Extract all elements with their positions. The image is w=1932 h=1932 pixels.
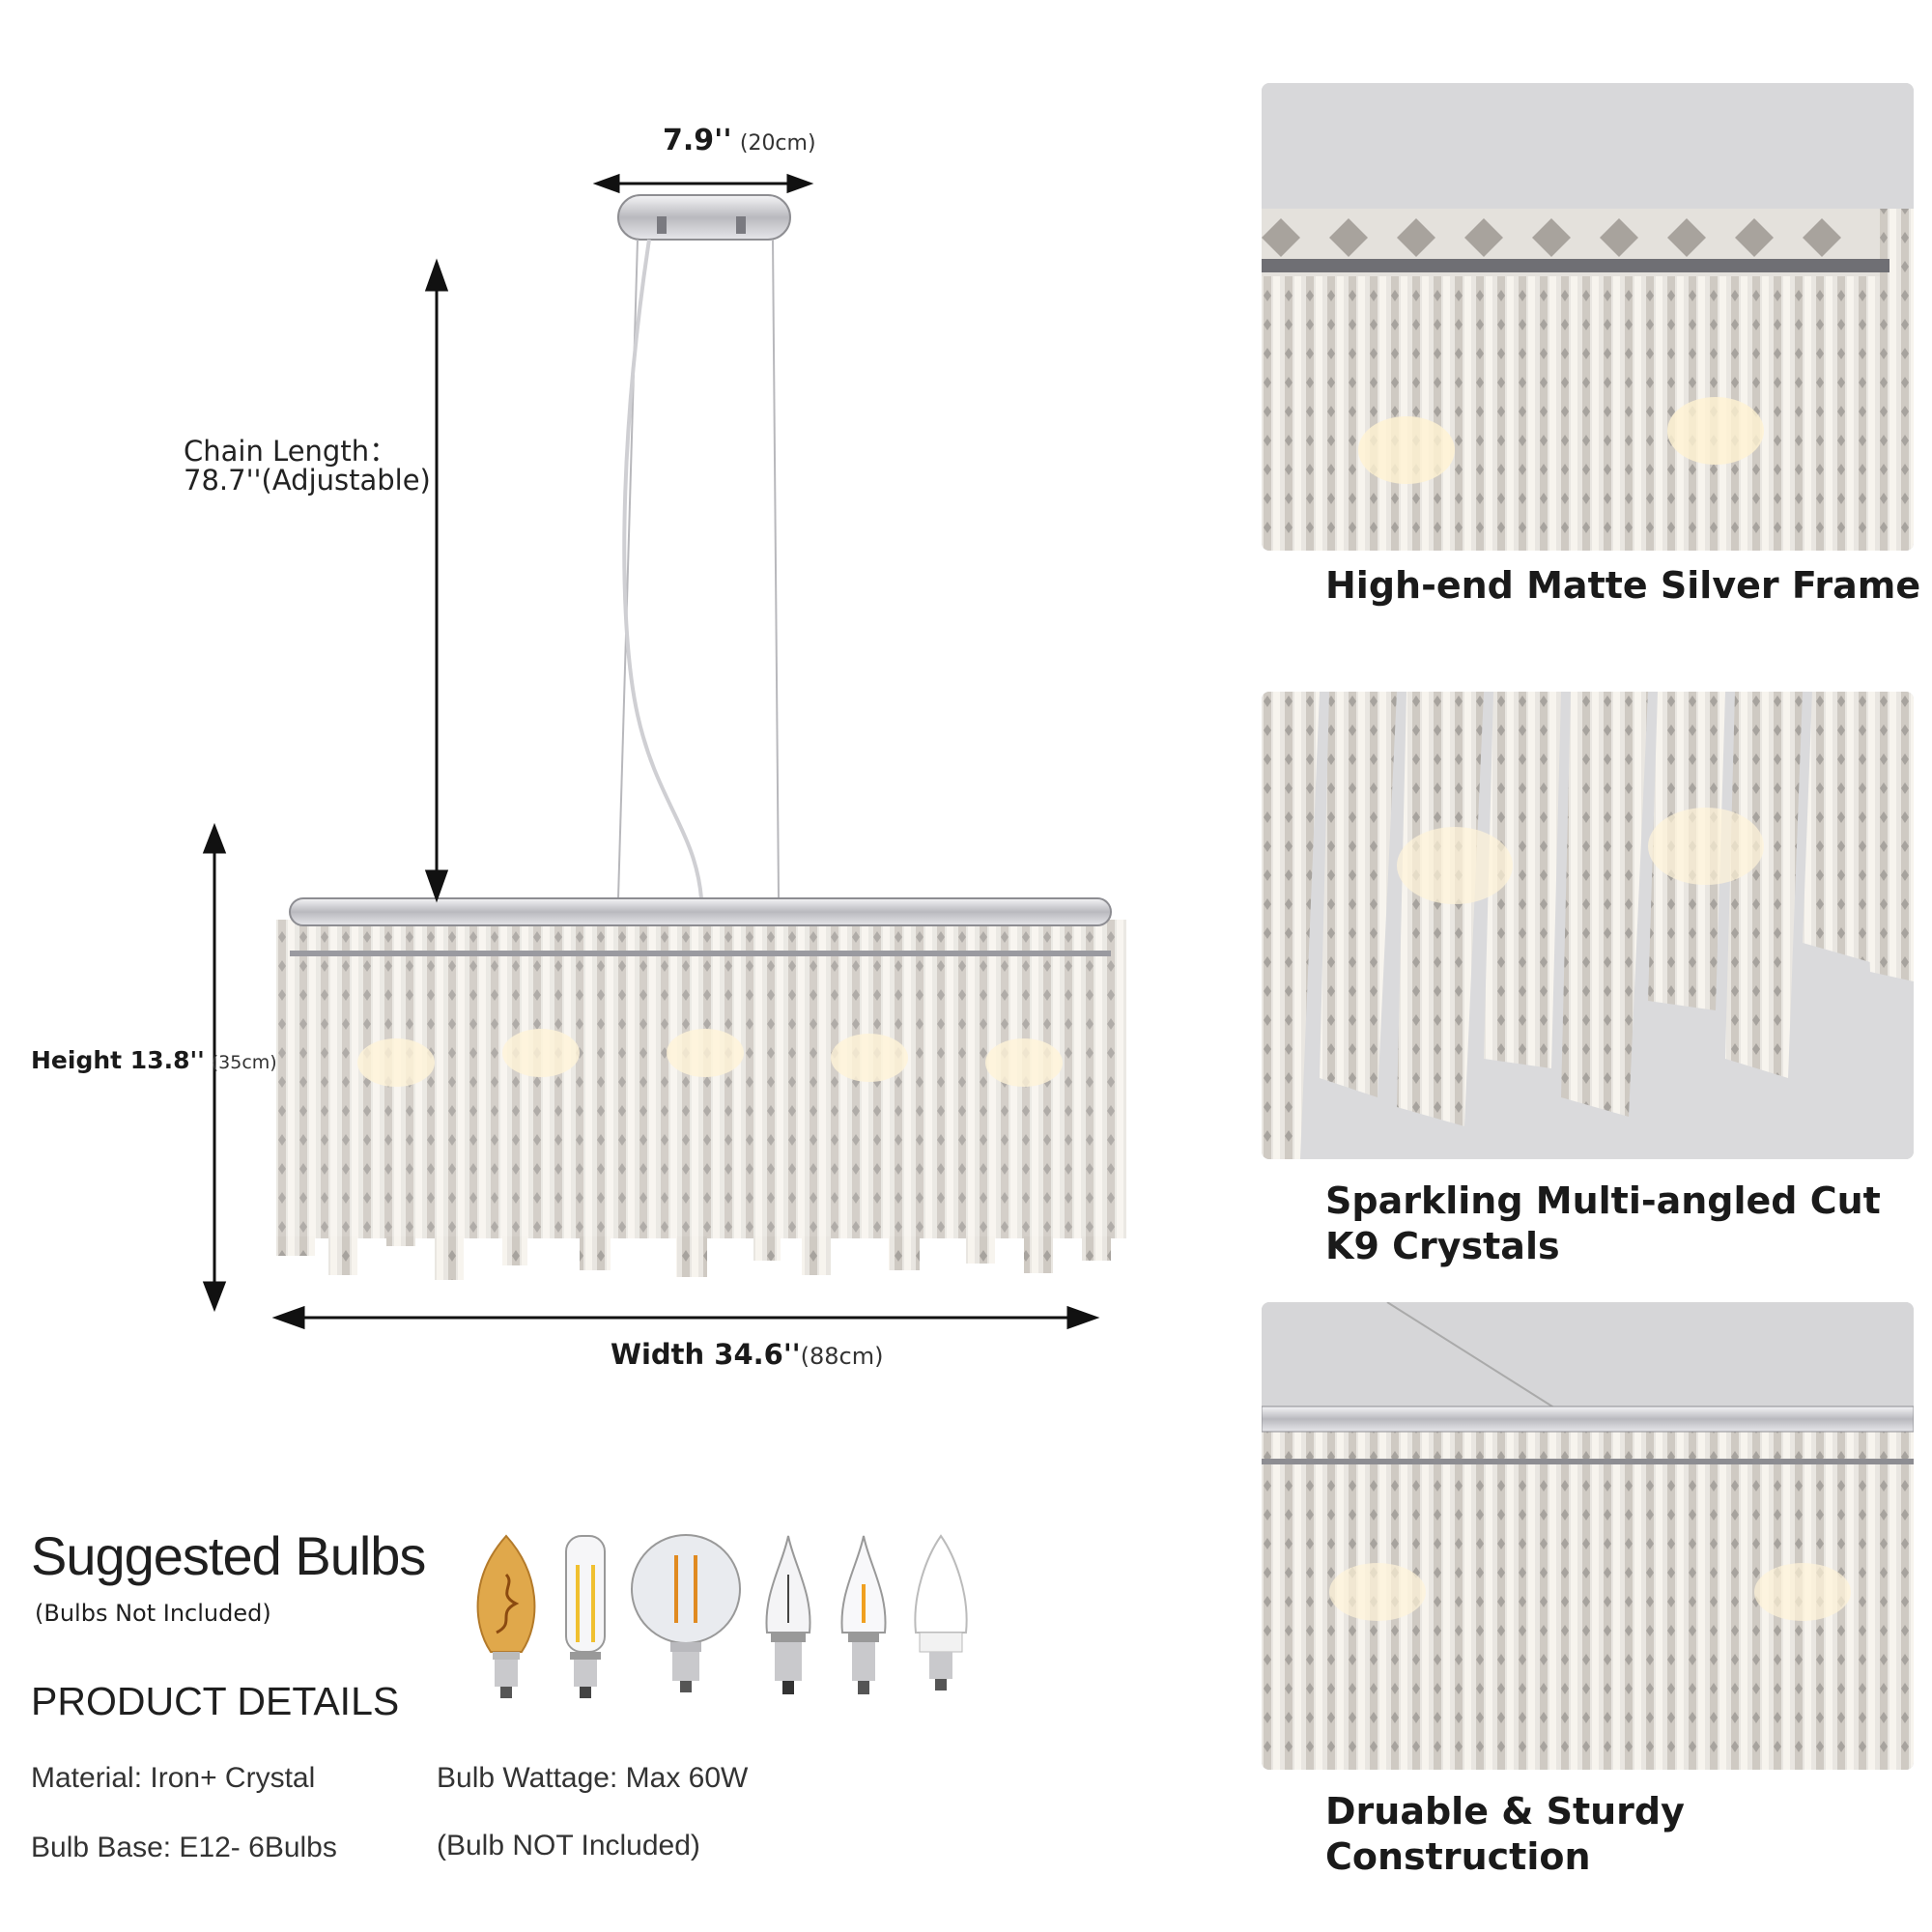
candle-led-bulb-icon — [840, 1535, 887, 1694]
bulb-icons-row — [476, 1534, 968, 1698]
vintage-spiral-bulb-icon — [476, 1534, 536, 1698]
height-arrow — [202, 822, 227, 1313]
chain-length-label: Chain Length： 78.7''(Adjustable) — [184, 437, 431, 495]
feature-image-frame — [1262, 83, 1914, 551]
chain-length-value: 78.7''(Adjustable) — [184, 464, 431, 497]
width-cm: (88cm) — [800, 1343, 884, 1370]
canopy-width-arrow — [592, 173, 814, 194]
spec-bulb-note: (Bulb NOT Included) — [437, 1830, 700, 1861]
chain-length-arrow — [424, 258, 449, 903]
canopy-width-value: 7.9'' — [663, 124, 732, 157]
construction-illustration — [1262, 1302, 1914, 1770]
suggested-bulbs-subtitle: (Bulbs Not Included) — [35, 1600, 271, 1627]
width-value: Width 34.6'' — [611, 1338, 801, 1371]
height-value: Height 13.8'' — [31, 1046, 205, 1074]
feature-caption-construction: Druable & Sturdy Construction — [1325, 1790, 1685, 1878]
chandelier-diagram — [202, 173, 1126, 1330]
width-label: Width 34.6''(88cm) — [611, 1338, 883, 1372]
product-details-title: PRODUCT DETAILS — [31, 1679, 400, 1723]
ceiling-canopy — [617, 194, 791, 241]
globe-led-bulb-icon — [631, 1534, 741, 1692]
canopy-width-label: 7.9'' (20cm) — [663, 124, 816, 157]
height-label: Height 13.8'' (35cm) — [31, 1046, 277, 1075]
feature-caption-crystals-line2: K9 Crystals — [1325, 1225, 1560, 1267]
suggested-bulbs-title: Suggested Bulbs — [31, 1525, 426, 1586]
width-arrow — [271, 1305, 1100, 1330]
frame-closeup-illustration — [1262, 83, 1914, 551]
flame-tip-bulb-icon — [765, 1535, 811, 1694]
feature-caption-frame: High-end Matte Silver Frame — [1325, 564, 1921, 607]
feature-image-construction — [1262, 1302, 1914, 1770]
crystals-closeup-illustration — [1262, 692, 1914, 1159]
chandelier-body — [276, 897, 1126, 1280]
chain-length-title: Chain Length： — [184, 435, 398, 468]
spec-material: Material: Iron+ Crystal — [31, 1762, 316, 1794]
feature-caption-crystals: Sparkling Multi-angled Cut K9 Crystals — [1325, 1179, 1881, 1269]
suspension-wires — [617, 239, 780, 899]
height-cm: (35cm) — [211, 1052, 277, 1073]
canopy-width-cm: (20cm) — [739, 131, 816, 156]
spec-wattage: Bulb Wattage: Max 60W — [437, 1762, 749, 1794]
tubular-led-bulb-icon — [565, 1535, 606, 1698]
feature-caption-crystals-line1: Sparkling Multi-angled Cut — [1325, 1179, 1881, 1222]
spec-bulb-base: Bulb Base: E12- 6Bulbs — [31, 1832, 337, 1863]
frosted-candle-bulb-icon — [914, 1534, 968, 1690]
feature-image-crystals — [1262, 692, 1914, 1159]
